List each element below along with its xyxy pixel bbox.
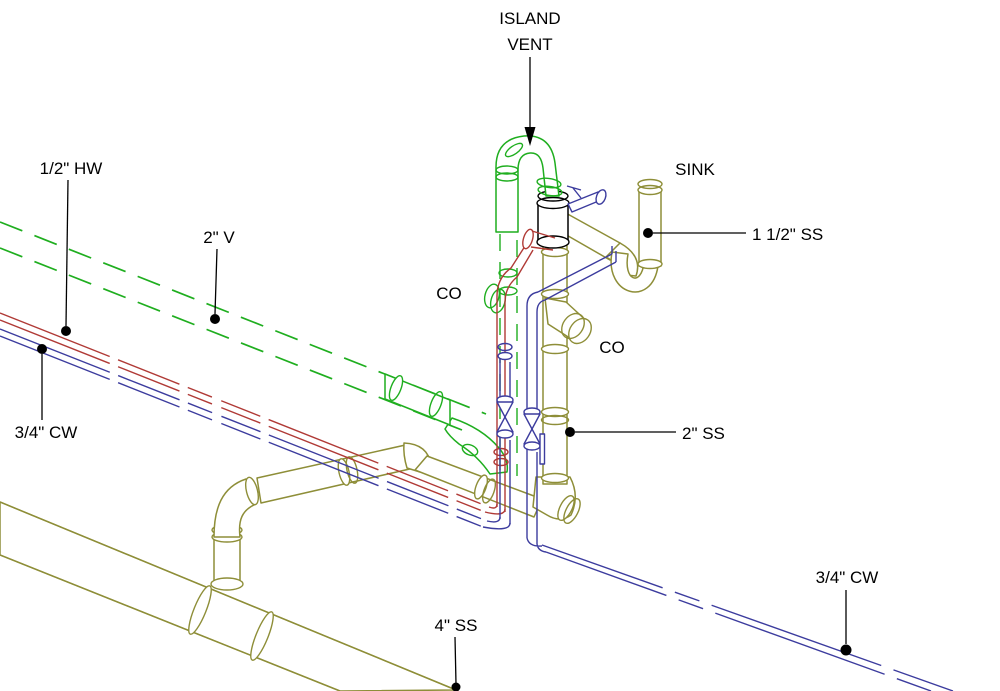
main-drain-leader <box>454 636 457 685</box>
hw-run-bottom-line <box>0 319 486 513</box>
arrow-down-icon <box>524 127 536 146</box>
main-4in-top-edge <box>0 501 457 691</box>
stack-2in <box>542 243 568 485</box>
cold-water-piping <box>0 185 954 691</box>
label-vent-branch: 2" V <box>203 228 235 247</box>
vent-piping <box>0 135 563 476</box>
label-branch-drain: 2" SS <box>682 424 725 443</box>
label-main-drain: 4" SS <box>435 616 478 635</box>
cw-run-top-line <box>0 328 488 522</box>
cw-right-leader-dot <box>840 644 852 656</box>
hw-upper-elbow <box>496 267 518 303</box>
hw-leader-dot <box>61 326 71 336</box>
hot-water-piping <box>0 228 556 515</box>
vent-junction-fitting <box>444 283 509 475</box>
hw-run-top-line <box>0 312 490 508</box>
hw-bottom-elbow2 <box>484 508 506 515</box>
sink-tailpiece <box>638 189 662 267</box>
cw-left-leader-dot <box>37 344 47 354</box>
label-island-vent-line1: ISLAND <box>499 9 560 28</box>
cw-diagonal <box>537 253 617 301</box>
sanitary-tee-fitting <box>536 190 570 249</box>
vent-leader <box>214 248 218 315</box>
annotations: ISLAND VENT SINK 1/2" HW 2" V 3/4" CW CO… <box>15 9 879 691</box>
vent-run-top-line <box>0 221 487 415</box>
vent-leader-dot <box>210 314 220 324</box>
cw-valve-riser-1 <box>499 358 511 524</box>
hw-sink-stub <box>530 230 556 251</box>
cw-bottom-elbow <box>482 516 511 530</box>
sink-drain-leader-dot <box>643 228 653 238</box>
label-sink-drain: 1 1/2" SS <box>752 225 823 244</box>
cw-outgoing-bottom-line <box>545 551 932 691</box>
sink-stop-valve <box>566 185 607 213</box>
main-drain-leader-dot <box>451 682 461 691</box>
label-cw-left: 3/4" CW <box>15 423 78 442</box>
hw-bottom-elbow <box>488 503 498 509</box>
cw-valve-riser-2 <box>526 306 538 544</box>
label-cleanout-right: CO <box>599 338 625 357</box>
label-island-vent-line2: VENT <box>507 35 552 54</box>
valve-handle <box>539 433 546 465</box>
island-vent-loop <box>495 135 560 233</box>
label-cw-right: 3/4" CW <box>816 568 879 587</box>
cw-outgoing-top-line <box>541 544 954 691</box>
label-sink: SINK <box>675 160 715 179</box>
cw-outgoing-elbow <box>526 537 547 553</box>
main-4in-bottom-edge <box>0 554 341 691</box>
hw-diagonal <box>510 242 534 278</box>
sanitary-piping <box>0 178 663 691</box>
cw-diagonal-hop <box>611 246 617 262</box>
hw-leader <box>65 179 69 327</box>
label-hw-branch: 1/2" HW <box>40 159 103 178</box>
branch-drain-leader-dot <box>565 427 575 437</box>
label-cleanout-left: CO <box>436 284 462 303</box>
cw-upper-elbow <box>526 291 546 313</box>
cw-run-bottom-line <box>0 335 484 528</box>
